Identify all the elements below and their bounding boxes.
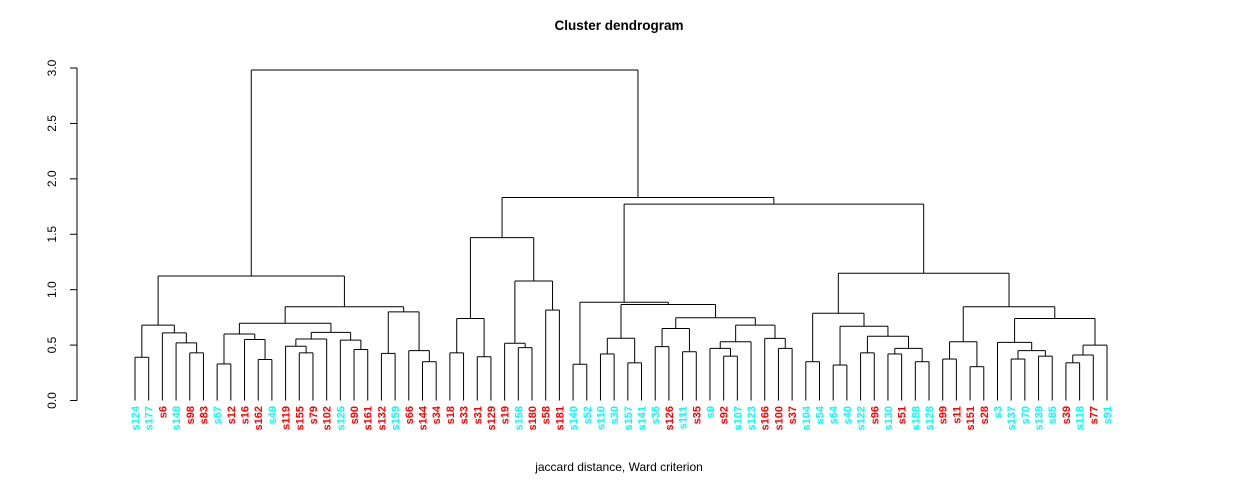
- leaf-label: s159: [390, 406, 402, 430]
- leaf-label: s11: [951, 406, 963, 424]
- leaf-label: s144: [417, 405, 429, 430]
- leaf-label: s34: [431, 405, 443, 424]
- leaf-label: s166: [760, 406, 772, 430]
- leaf-label: s125: [335, 406, 347, 430]
- leaf-label: s12: [226, 406, 238, 424]
- leaf-label: s102: [322, 406, 334, 430]
- leaf-label: s155: [294, 406, 306, 430]
- leaf-label: s18: [445, 406, 457, 424]
- y-axis-tick-label: 0.5: [45, 336, 59, 353]
- leaf-label: s91: [1102, 406, 1114, 424]
- leaf-label: s64: [828, 405, 840, 424]
- leaf-label: s128: [924, 406, 936, 430]
- leaf-label: s130: [883, 406, 895, 430]
- leaf-label: s6: [157, 406, 169, 418]
- chart-title: Cluster dendrogram: [554, 18, 684, 33]
- leaf-label: s157: [623, 406, 635, 430]
- leaf-label: s161: [363, 406, 375, 430]
- leaf-label: s104: [801, 405, 813, 430]
- leaf-label: s141: [637, 406, 649, 430]
- leaf-label: s83: [198, 406, 210, 424]
- leaf-label: s181: [554, 406, 566, 430]
- leaf-label: s122: [856, 406, 868, 430]
- leaf-label: s96: [869, 406, 881, 424]
- leaf-label: s30: [609, 406, 621, 424]
- leaf-label: s111: [678, 406, 690, 429]
- leaf-label: s58: [541, 406, 553, 424]
- leaf-label: s36: [650, 406, 662, 424]
- leaf-label: s66: [404, 406, 416, 424]
- leaf-label: s100: [773, 406, 785, 430]
- leaf-label: s70: [1020, 406, 1032, 424]
- leaf-label: s77: [1088, 406, 1100, 424]
- leaf-label: s99: [938, 406, 950, 424]
- leaf-label: s140: [568, 406, 580, 430]
- leaf-label: s137: [1006, 406, 1018, 430]
- leaf-label: s39: [1061, 406, 1073, 424]
- leaf-label: s33: [459, 406, 471, 424]
- y-axis-tick-label: 1.0: [45, 281, 59, 298]
- leaf-label: s180: [527, 406, 539, 430]
- leaf-label: s158: [513, 406, 525, 430]
- leaf-label: s52: [582, 406, 594, 424]
- y-axis-tick-label: 0.0: [45, 392, 59, 409]
- leaf-label: s37: [787, 406, 799, 424]
- x-axis-label: jaccard distance, Ward criterion: [535, 460, 703, 474]
- leaf-label: s79: [308, 406, 320, 424]
- leaf-label: s49: [267, 406, 279, 424]
- leaf-label: s3: [992, 406, 1004, 418]
- leaf-label: s118: [1075, 406, 1087, 430]
- leaf-label: s139: [1034, 406, 1046, 430]
- leaf-label: s148: [171, 406, 183, 430]
- leaf-label: s126: [664, 406, 676, 430]
- y-axis-tick-label: 2.5: [45, 115, 59, 132]
- leaf-label: s123: [746, 406, 758, 430]
- leaf-label: s28: [979, 406, 991, 424]
- leaf-label: s162: [253, 406, 265, 430]
- leaf-label: s9: [705, 406, 717, 418]
- leaf-label: s31: [472, 406, 484, 424]
- leaf-label: s129: [486, 406, 498, 430]
- leaf-label: s90: [349, 406, 361, 424]
- leaf-label: s98: [185, 406, 197, 424]
- leaf-label: s67: [212, 406, 224, 424]
- y-axis-tick-label: 3.0: [45, 59, 59, 76]
- leaf-label: s124: [130, 405, 142, 430]
- leaf-label: s16: [240, 406, 252, 424]
- leaf-label: s35: [691, 406, 703, 424]
- leaf-label: s110: [595, 406, 607, 430]
- leaf-label: s54: [815, 405, 827, 424]
- y-axis-tick-label: 2.0: [45, 170, 59, 187]
- leaf-label: s85: [1047, 406, 1059, 424]
- leaf-label: s177: [144, 406, 156, 430]
- leaf-label: s40: [842, 406, 854, 424]
- leaf-label: s51: [897, 406, 909, 424]
- leaf-label: s132: [376, 406, 388, 430]
- leaf-label: s188: [910, 406, 922, 430]
- y-axis-tick-label: 1.5: [45, 226, 59, 243]
- leaf-label: s107: [732, 406, 744, 430]
- leaf-label: s151: [965, 406, 977, 430]
- leaf-label: s119: [281, 406, 293, 430]
- leaf-label: s19: [500, 406, 512, 424]
- leaf-label: s92: [719, 406, 731, 424]
